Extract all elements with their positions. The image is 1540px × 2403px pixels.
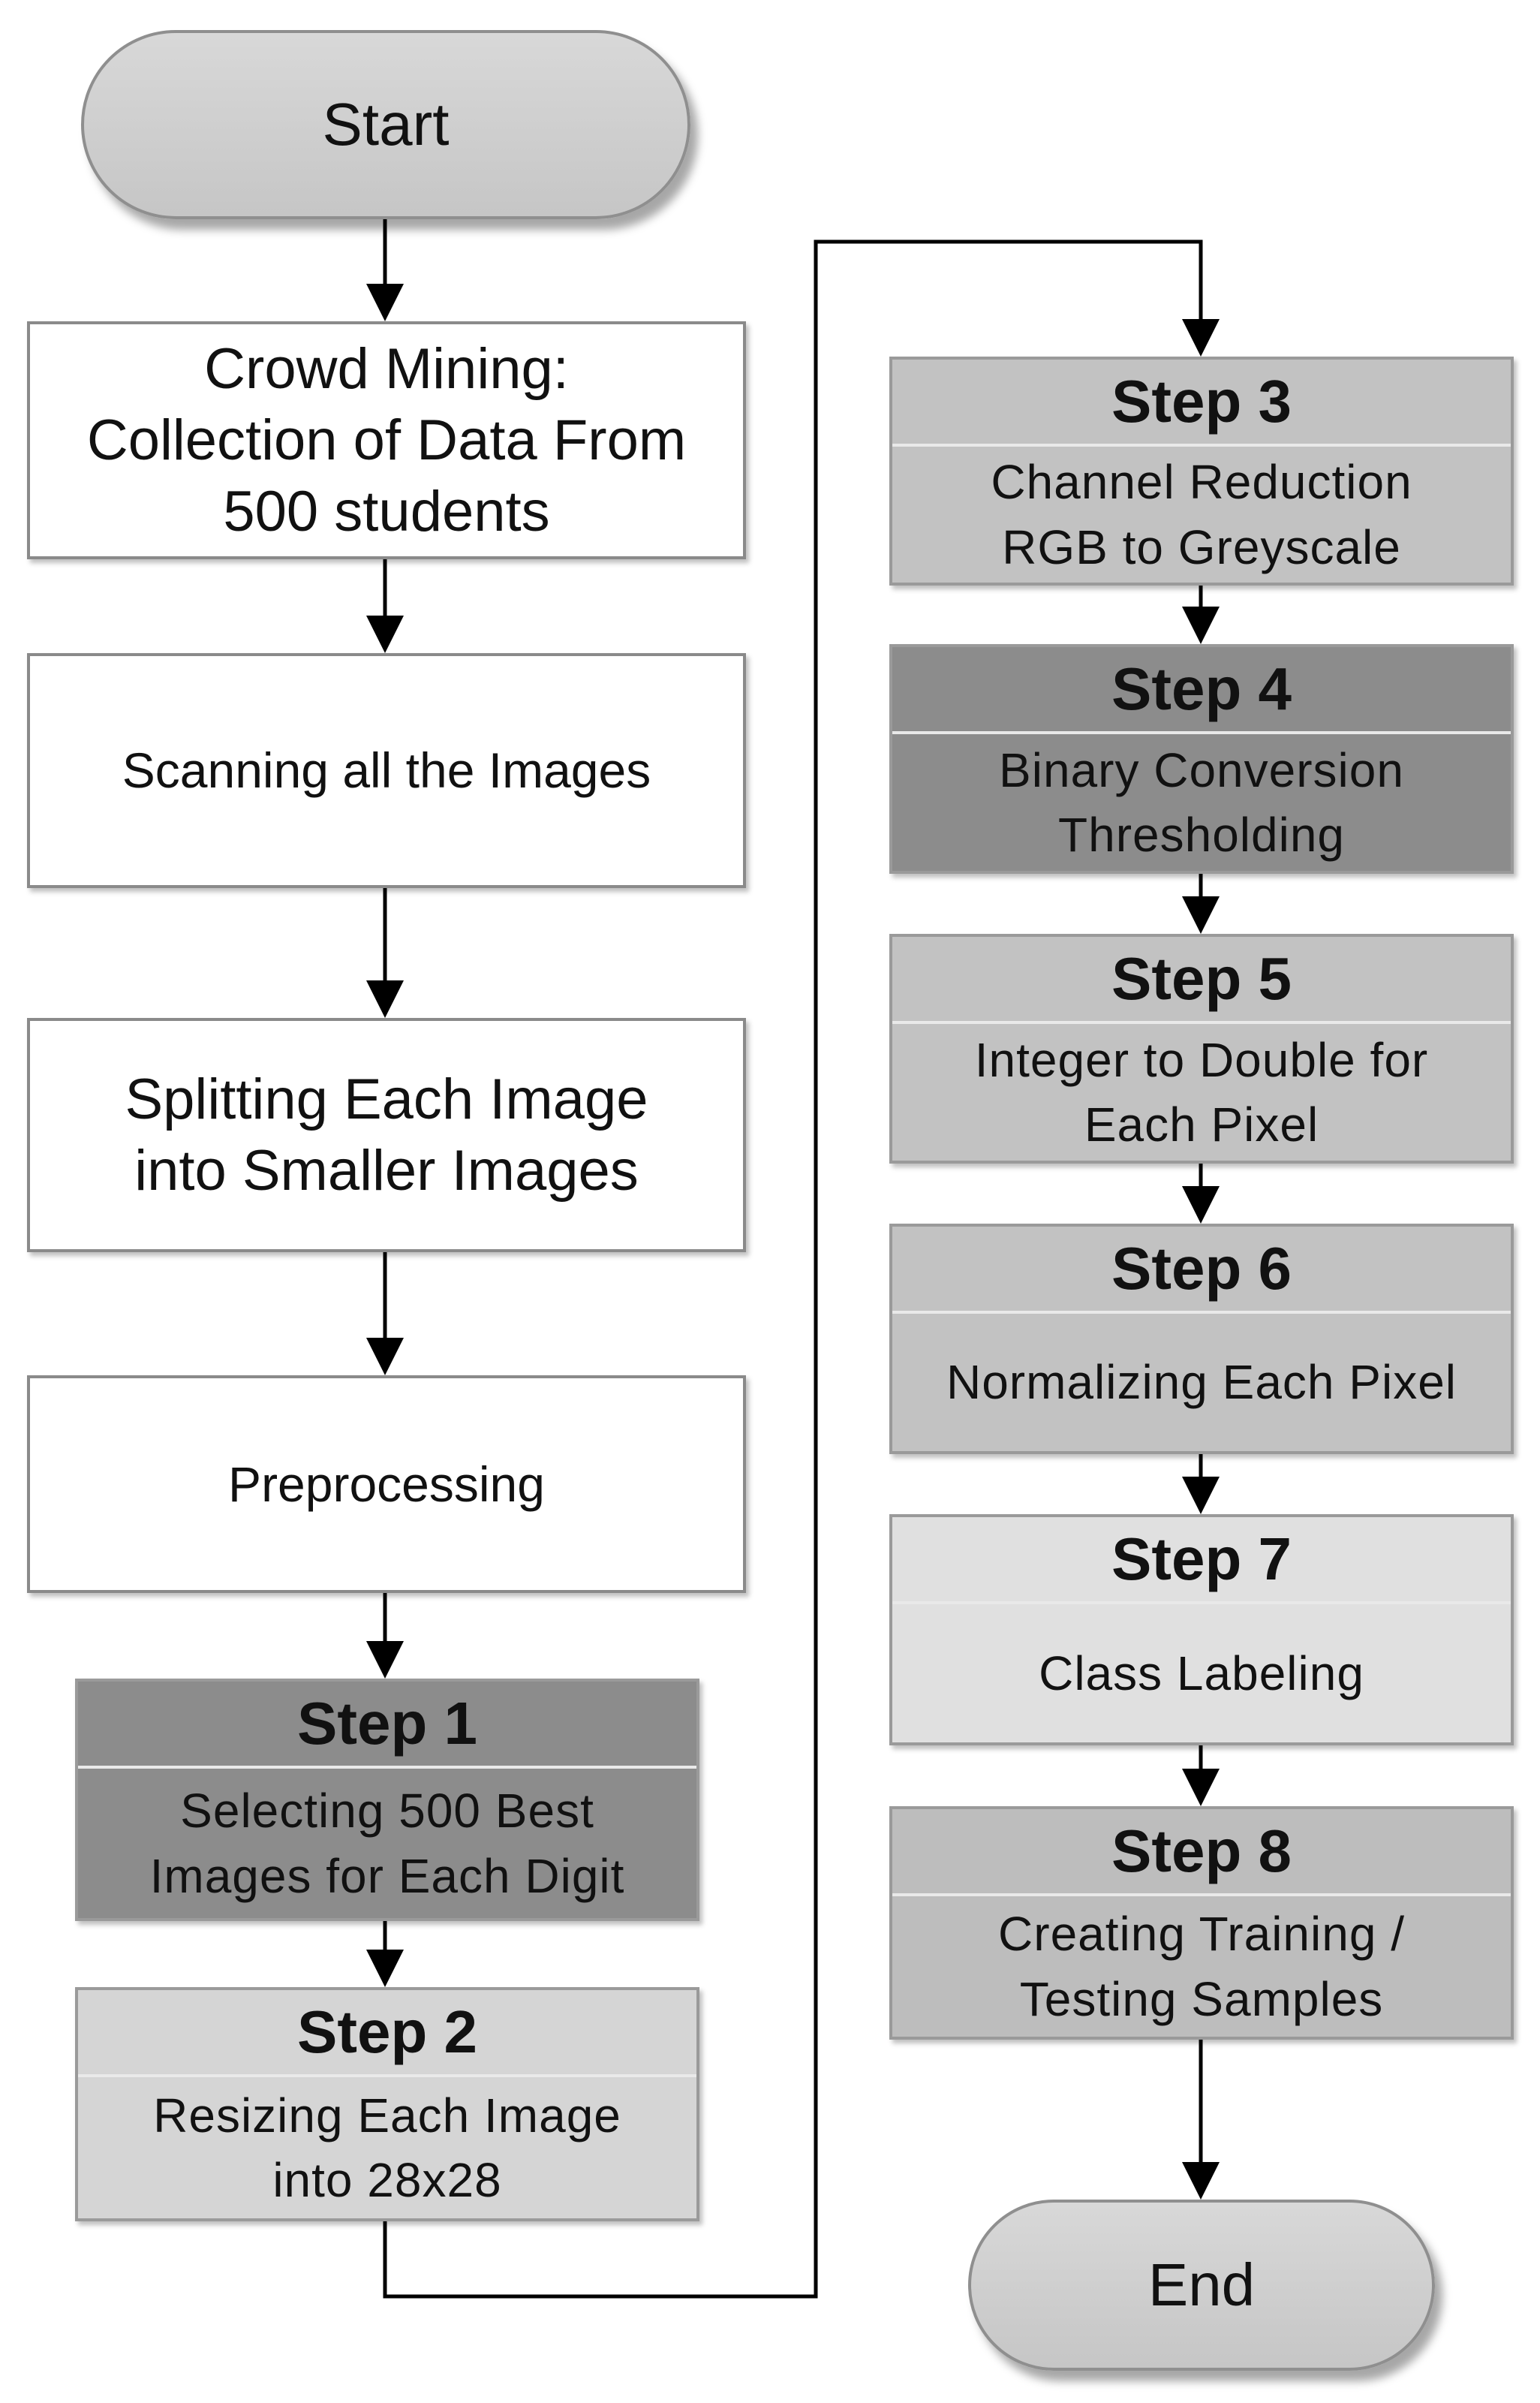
step-5-description: Integer to Double for Each Pixel xyxy=(892,1024,1511,1161)
step-2-box: Step 2 Resizing Each Image into 28x28 xyxy=(75,1987,699,2221)
step-1-title: Step 1 xyxy=(78,1682,696,1769)
step-6-description: Normalizing Each Pixel xyxy=(892,1314,1511,1451)
step-5-line-2: Each Pixel xyxy=(1084,1098,1319,1152)
step-1-line-2: Images for Each Digit xyxy=(149,1848,625,1903)
step-5-title: Step 5 xyxy=(892,937,1511,1024)
step-2-line-1: Resizing Each Image xyxy=(153,2088,621,2143)
step-3-title: Step 3 xyxy=(892,360,1511,447)
step-1-line-1: Selecting 500 Best xyxy=(180,1784,594,1838)
step-1-box: Step 1 Selecting 500 Best Images for Eac… xyxy=(75,1679,699,1921)
step-2-title: Step 2 xyxy=(78,1990,696,2077)
step-3-box: Step 3 Channel Reduction RGB to Greyscal… xyxy=(889,357,1514,586)
step-7-title: Step 7 xyxy=(892,1517,1511,1604)
step-4-line-2: Thresholding xyxy=(1058,808,1345,862)
splitting-line-2: into Smaller Images xyxy=(134,1139,639,1203)
step-8-description: Creating Training / Testing Samples xyxy=(892,1896,1511,2037)
start-label: Start xyxy=(322,91,450,158)
step-2-description: Resizing Each Image into 28x28 xyxy=(78,2077,696,2218)
splitting-line-1: Splitting Each Image xyxy=(125,1067,648,1131)
crowd-mining-line-1: Crowd Mining: xyxy=(204,337,569,401)
end-terminal: End xyxy=(968,2200,1435,2371)
crowd-mining-line-3: 500 students xyxy=(223,480,550,544)
step-6-box: Step 6 Normalizing Each Pixel xyxy=(889,1224,1514,1454)
start-terminal: Start xyxy=(81,30,690,219)
step-7-description: Class Labeling xyxy=(892,1604,1511,1742)
step-5-line-1: Integer to Double for xyxy=(974,1032,1429,1087)
step-3-description: Channel Reduction RGB to Greyscale xyxy=(892,447,1511,583)
step-3-line-1: Channel Reduction xyxy=(991,455,1412,510)
step-3-line-2: RGB to Greyscale xyxy=(1002,519,1401,574)
crowd-mining-box: Crowd Mining: Collection of Data From 50… xyxy=(27,321,746,559)
step-2-line-2: into 28x28 xyxy=(272,2153,502,2207)
step-4-title: Step 4 xyxy=(892,647,1511,734)
step-5-box: Step 5 Integer to Double for Each Pixel xyxy=(889,934,1514,1164)
step-1-description: Selecting 500 Best Images for Each Digit xyxy=(78,1769,696,1918)
splitting-box: Splitting Each Image into Smaller Images xyxy=(27,1018,746,1252)
step-8-line-1: Creating Training / xyxy=(998,1907,1405,1962)
step-7-line-1: Class Labeling xyxy=(1039,1646,1364,1700)
step-8-line-2: Testing Samples xyxy=(1019,1971,1384,2026)
crowd-mining-line-2: Collection of Data From xyxy=(86,408,687,472)
scanning-box: Scanning all the Images xyxy=(27,653,746,888)
preprocessing-label: Preprocessing xyxy=(228,1456,545,1512)
step-7-box: Step 7 Class Labeling xyxy=(889,1514,1514,1745)
step-6-title: Step 6 xyxy=(892,1227,1511,1314)
step-8-title: Step 8 xyxy=(892,1809,1511,1896)
arrow-step2-to-step3 xyxy=(383,239,1220,2299)
step-4-description: Binary Conversion Thresholding xyxy=(892,734,1511,871)
step-6-line-1: Normalizing Each Pixel xyxy=(946,1355,1457,1410)
scanning-label: Scanning all the Images xyxy=(122,742,651,799)
step-4-box: Step 4 Binary Conversion Thresholding xyxy=(889,644,1514,874)
preprocessing-box: Preprocessing xyxy=(27,1375,746,1593)
step-8-box: Step 8 Creating Training / Testing Sampl… xyxy=(889,1806,1514,2040)
end-label: End xyxy=(1147,2251,1256,2318)
step-4-line-1: Binary Conversion xyxy=(999,742,1404,797)
